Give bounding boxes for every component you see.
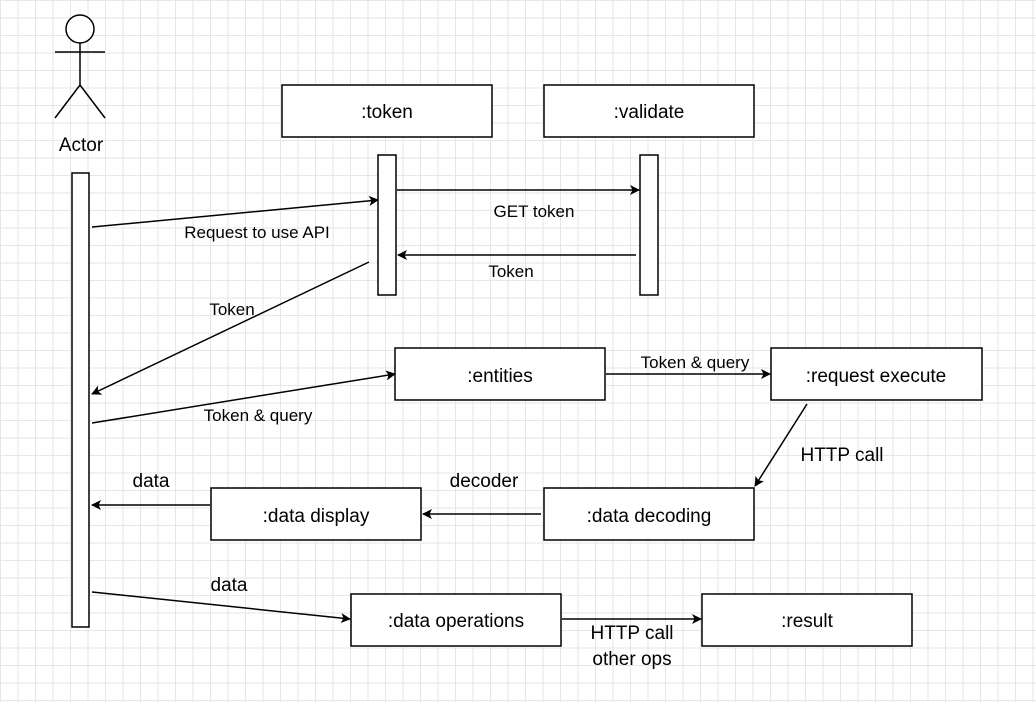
result-box [701, 593, 913, 647]
data-display-label: :data display [263, 506, 370, 527]
label-token-query-entities: Token & query [641, 353, 750, 372]
arrow-token-return-actor [91, 261, 370, 395]
token-activation-bar [377, 154, 397, 296]
actor-label: Actor [59, 135, 104, 156]
label-token-return-actor: Token [209, 300, 254, 319]
label-data-from-actor: data [211, 575, 248, 596]
data-decoding-box [543, 487, 755, 541]
label-decoder: decoder [450, 471, 519, 492]
arrow-http-call-request [754, 403, 808, 487]
request-execute-box [770, 347, 983, 401]
arrow-data-from-actor [91, 591, 351, 624]
validate-participant-box [543, 84, 755, 138]
token-participant-label: :token [361, 102, 413, 123]
label-get-token: GET token [494, 202, 575, 221]
label-token-return-validate: Token [488, 262, 533, 281]
token-participant-box [281, 84, 493, 138]
label-http-call-ops-line1: HTTP call [590, 623, 673, 644]
entities-label: :entities [467, 366, 532, 387]
validate-activation-bar [639, 154, 659, 296]
label-token-query-actor: Token & query [204, 406, 313, 425]
result-label: :result [781, 611, 833, 632]
label-request-to-use-api: Request to use API [184, 223, 330, 242]
label-data-to-actor: data [133, 471, 170, 492]
actor-activation-bar [71, 172, 90, 628]
data-operations-box [350, 593, 562, 647]
label-http-call-ops-line2: other ops [592, 649, 671, 670]
arrow-token-query-actor [91, 370, 396, 424]
data-display-box [210, 487, 422, 541]
data-operations-label: :data operations [388, 611, 524, 632]
request-execute-label: :request execute [806, 366, 946, 387]
label-http-call-request: HTTP call [800, 445, 883, 466]
arrow-request-to-use-api [91, 195, 379, 228]
data-decoding-label: :data decoding [587, 506, 712, 527]
validate-participant-label: :validate [614, 102, 685, 123]
actor-figure [54, 14, 106, 119]
